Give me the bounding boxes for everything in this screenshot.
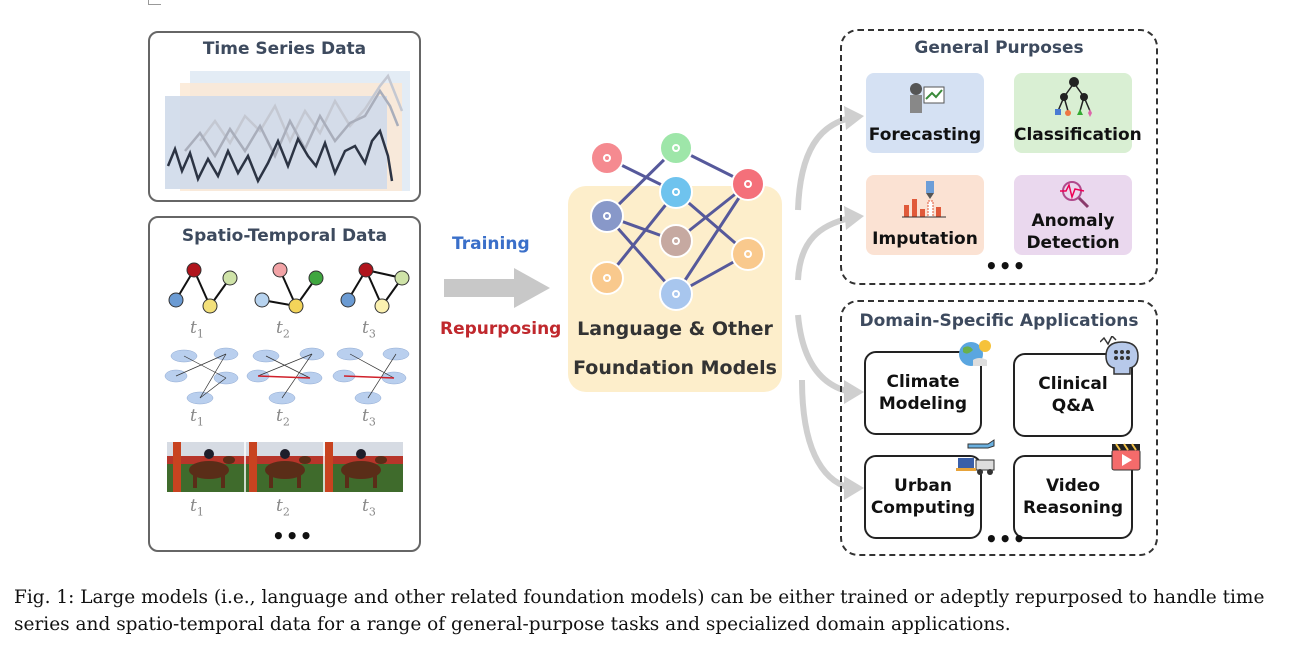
climate-icon	[959, 340, 991, 366]
time-series-title: Time Series Data	[202, 39, 367, 59]
time-label-graph-1: t1	[190, 318, 204, 341]
model-label-line1: Language & Other	[577, 318, 773, 340]
forecasting-icon	[910, 83, 945, 113]
time-label-kg-2: t2	[276, 406, 290, 429]
graph-t1	[168, 262, 238, 314]
anomaly-detection-icon	[1060, 181, 1090, 209]
graph-t2	[254, 262, 324, 314]
task-anomaly-label-line1: Anomaly	[1031, 211, 1115, 231]
repurposing-label: Repurposing	[440, 319, 562, 339]
time-label-video-2: t2	[276, 496, 290, 519]
app-climate-line1: Climate	[886, 372, 960, 392]
app-climate-line2: Modeling	[878, 394, 968, 414]
domain-specific-box	[840, 300, 1158, 556]
spatio-temporal-panel: Spatio-Temporal Data	[148, 216, 421, 552]
task-imputation-label: Imputation	[872, 229, 978, 249]
app-urban-line2: Computing	[870, 498, 976, 518]
app-clinical-line1: Clinical	[1038, 374, 1108, 394]
task-anomaly-label-line2: Detection	[1026, 233, 1120, 253]
time-label-graph-2: t2	[276, 318, 290, 341]
task-forecasting-label: Forecasting	[868, 125, 982, 145]
video-frames	[167, 442, 403, 492]
app-video-line1: Video	[1045, 476, 1101, 496]
task-imputation: Imputation	[866, 175, 984, 255]
time-label-graph-3: t3	[362, 318, 376, 341]
top-cutoff-text	[148, 0, 161, 5]
spatio-temporal-ellipsis: •••	[272, 524, 314, 548]
urban-transport-icon	[956, 439, 995, 475]
time-series-panel: Time Series Data	[148, 31, 421, 202]
imputation-icon	[902, 181, 946, 218]
domain-specific-title: Domain-Specific Applications	[859, 311, 1139, 331]
time-label-video-3: t3	[362, 496, 376, 519]
model-label-line2: Foundation Models	[573, 357, 777, 379]
knowledge-graph-snapshots	[164, 347, 410, 405]
graph-t3	[340, 262, 410, 314]
time-series-plot	[165, 71, 410, 191]
task-forecasting: Forecasting	[866, 73, 984, 153]
task-classification-label: Classification	[1014, 125, 1142, 145]
clinical-brain-icon	[1100, 336, 1139, 375]
general-purposes-title: General Purposes	[914, 38, 1084, 58]
app-clinical-line2: Q&A	[1051, 396, 1095, 416]
classification-tree-icon	[1055, 77, 1092, 117]
neural-network-icon	[590, 131, 765, 311]
general-purposes-box	[840, 29, 1158, 285]
task-classification: Classification	[1014, 73, 1142, 153]
figure-caption: Fig. 1: Large models (i.e., language and…	[14, 587, 1265, 635]
video-play-icon	[1111, 443, 1141, 471]
graph-snapshots	[168, 262, 410, 314]
app-urban-line1: Urban	[894, 476, 952, 496]
domain-specific-ellipsis: •••	[985, 527, 1027, 551]
training-label: Training	[452, 234, 530, 254]
spatio-temporal-title: Spatio-Temporal Data	[181, 226, 388, 246]
main-arrow	[444, 268, 550, 308]
time-label-kg-1: t1	[190, 406, 204, 429]
app-video-line2: Reasoning	[1022, 498, 1124, 518]
task-anomaly-detection: Anomaly Detection	[1014, 175, 1132, 255]
time-label-kg-3: t3	[362, 406, 376, 429]
time-label-video-1: t1	[190, 496, 204, 519]
general-purposes-ellipsis: •••	[985, 254, 1027, 278]
